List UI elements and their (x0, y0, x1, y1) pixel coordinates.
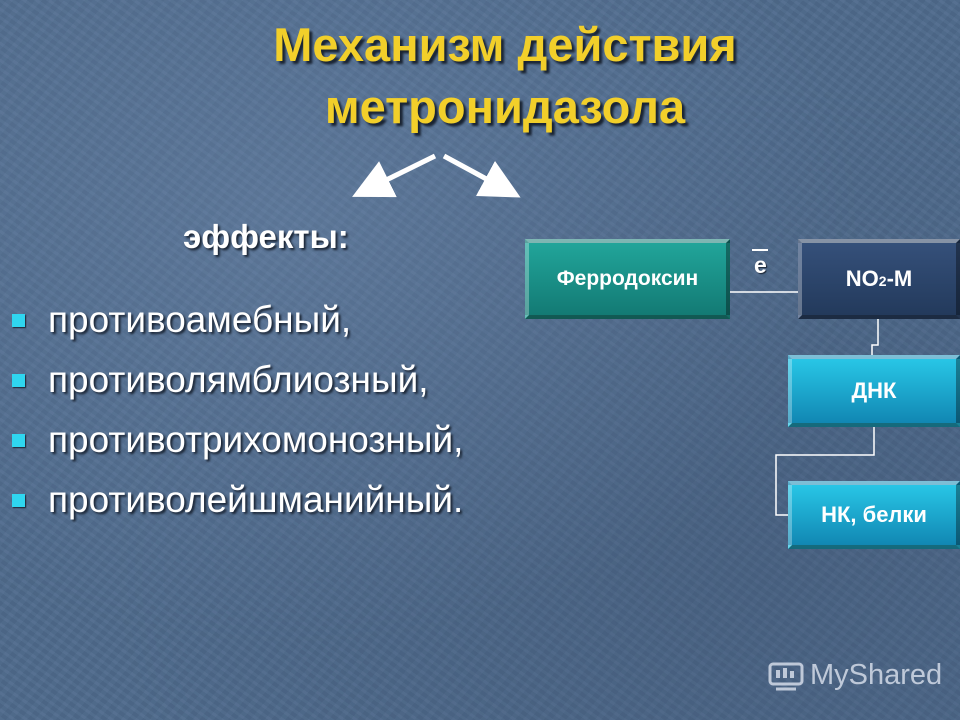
effect-item: противоамебный, (12, 290, 463, 350)
nk-proteins-label: НК, белки (821, 502, 927, 527)
arrow-left (352, 153, 437, 198)
bullet-square-icon (12, 434, 25, 447)
flow-connectors (730, 291, 879, 516)
slide-title: Механизм действия метронидазола (0, 14, 960, 138)
effects-heading: эффекты: (183, 218, 349, 255)
watermark-text: MyShared (810, 658, 943, 691)
no2-subscript: 2 (878, 273, 887, 289)
myshared-logo-icon (768, 662, 804, 691)
connector-dna-to-nk (775, 427, 875, 516)
split-arrows (352, 153, 521, 198)
no2-m-box: NO2-M (798, 239, 960, 319)
nk-proteins-box: НК, белки (788, 481, 960, 549)
no2-prefix: NO (845, 266, 879, 291)
bullet-square-icon (12, 314, 25, 327)
effect-text: противотрихомонозный, (48, 419, 464, 460)
title-line-1: Механизм действия (273, 18, 737, 71)
bullet-square-icon (12, 494, 25, 507)
arrow-right (442, 153, 521, 198)
no2-suffix: -M (886, 266, 913, 291)
bullet-square-icon (12, 374, 25, 387)
dna-box: ДНК (788, 355, 960, 427)
watermark: MyShared (768, 655, 942, 695)
effect-text: противоамебный, (48, 299, 352, 340)
electron-label: e (754, 252, 767, 278)
ferrodoxin-label: Ферродоксин (556, 267, 699, 290)
dna-label: ДНК (851, 378, 897, 403)
connector-no2-to-dna (871, 319, 879, 358)
effects-list: противоамебный, противолямблиозный, прот… (12, 290, 463, 530)
no2-m-label: NO2-M (846, 266, 912, 292)
effect-item: противолейшманийный. (12, 470, 463, 530)
effect-text: противолейшманийный. (48, 479, 464, 520)
ferrodoxin-box: Ферродоксин (525, 239, 730, 319)
effect-item: противотрихомонозный, (12, 410, 463, 470)
effect-item: противолямблиозный, (12, 350, 463, 410)
electron-overline (752, 249, 768, 251)
effect-text: противолямблиозный, (48, 359, 429, 400)
title-line-2: метронидазола (324, 80, 686, 133)
